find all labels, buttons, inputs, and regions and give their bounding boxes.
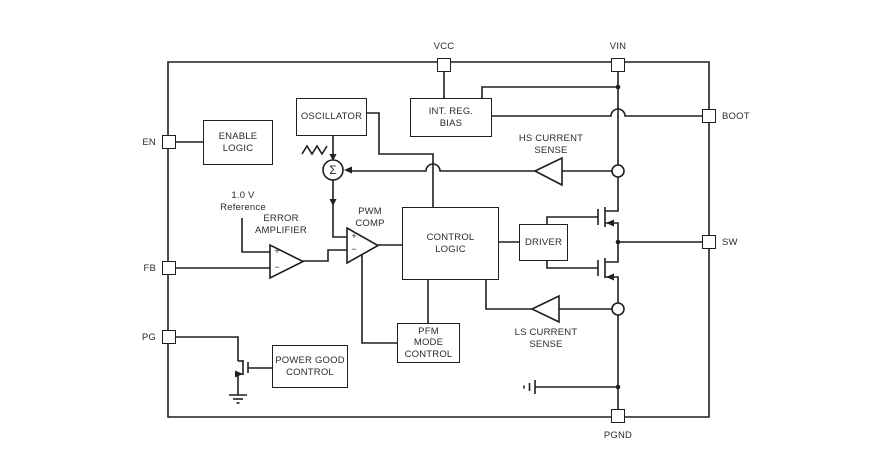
bias-to-vin-wire <box>481 86 618 98</box>
ls-mosfet <box>597 242 619 303</box>
error-amplifier-symbol <box>176 218 347 280</box>
ls-sense-tap <box>611 302 625 316</box>
power-good-control-block: POWER GOOD CONTROL <box>272 345 348 388</box>
internal-ground-icon <box>523 380 536 394</box>
int-reg-bias-block: INT. REG. BIAS <box>410 98 492 137</box>
vin-pin-label: VIN <box>609 41 627 52</box>
ls-body-arrow <box>606 273 614 281</box>
sw-junction-dot <box>615 239 621 245</box>
pin-pgnd <box>611 409 625 423</box>
bias-to-boot-wire <box>492 108 702 117</box>
arrowhead-left <box>344 166 352 174</box>
osc-to-control-wire <box>367 112 434 207</box>
arrowhead-down <box>329 199 337 206</box>
pg-ground-icon <box>229 394 247 404</box>
error-amp-triangle <box>269 243 305 280</box>
error-amp-plus-sign: + <box>274 246 280 256</box>
control-driver-wires <box>427 216 598 323</box>
sigma-out-wire <box>332 180 347 238</box>
ls-current-sense-path <box>485 280 625 324</box>
sawtooth-ramp-icon <box>301 144 328 156</box>
pgnd-pin-label: PGND <box>603 430 633 441</box>
en-pin-label: EN <box>142 137 156 148</box>
boot-pin-label: BOOT <box>722 111 750 122</box>
pin-en <box>162 135 176 149</box>
summing-node <box>322 159 352 238</box>
ls-source-lead <box>605 276 619 303</box>
pg-body-arrow <box>235 370 243 378</box>
reference-wire <box>241 218 270 253</box>
ls-current-sense-label: LS CURRENT SENSE <box>514 327 578 350</box>
hs-sense-amp <box>533 156 563 187</box>
hs-sense-tap <box>611 164 625 178</box>
arrowhead-down <box>329 154 337 161</box>
enable-logic-block: ENABLE LOGIC <box>203 120 273 165</box>
oscillator-block: OSCILLATOR <box>296 98 367 136</box>
sw-pin-label: SW <box>722 237 738 248</box>
junction-dot <box>615 84 621 90</box>
reference-label: 1.0 V Reference <box>220 190 266 213</box>
ic-boundary <box>167 61 710 418</box>
pin-sw <box>702 235 716 249</box>
pg-pin-label: PG <box>141 332 156 343</box>
pg-mosfet <box>235 360 272 395</box>
vcc-pin-label: VCC <box>433 41 455 52</box>
hs-current-sense-label: HS CURRENT SENSE <box>518 133 584 156</box>
pg-wire <box>176 336 239 361</box>
pg-source-lead <box>237 373 243 395</box>
pin-vcc <box>437 58 451 72</box>
driver-block: DRIVER <box>519 224 568 261</box>
driver-hs-gate-wire <box>546 216 598 224</box>
pwm-comp-minus-sign: − <box>351 244 357 254</box>
pgnd-path <box>523 315 621 409</box>
pin-boot <box>702 109 716 123</box>
pin-vin <box>611 58 625 72</box>
hs-mosfet <box>597 177 619 243</box>
pfm-feedback-wire <box>361 254 397 344</box>
ls-sense-amp <box>530 294 560 324</box>
pwm-comp-label: PWM COMP <box>355 206 385 229</box>
error-amp-out-wire <box>303 249 347 262</box>
gnd-junction-dot <box>615 384 621 390</box>
oscillator-wires <box>301 112 434 207</box>
power-good-output <box>176 336 272 404</box>
hs-body-arrow <box>606 219 614 227</box>
top-supply-wires <box>443 72 702 165</box>
hs-source-lead <box>605 222 619 243</box>
error-amp-minus-sign: − <box>274 262 280 272</box>
hs-sense-out-wire <box>352 163 535 172</box>
pwm-comparator-symbol <box>346 226 402 344</box>
pin-fb <box>162 261 176 275</box>
hs-drain-lead <box>605 177 619 212</box>
error-amplifier-label: ERROR AMPLIFIER <box>255 213 307 236</box>
ls-sense-out-wire <box>485 280 532 310</box>
ls-drain-lead <box>605 242 619 263</box>
control-logic-block: CONTROL LOGIC <box>402 207 499 280</box>
pwm-comp-plus-sign: + <box>351 231 357 241</box>
pfm-mode-control-block: PFM MODE CONTROL <box>397 323 460 363</box>
fb-pin-label: FB <box>143 263 156 274</box>
driver-ls-gate-wire <box>546 261 598 269</box>
sigma-glyph: Σ <box>329 163 337 177</box>
pin-pg <box>162 330 176 344</box>
hs-current-sense-path <box>352 156 625 187</box>
switch-node <box>615 239 702 245</box>
